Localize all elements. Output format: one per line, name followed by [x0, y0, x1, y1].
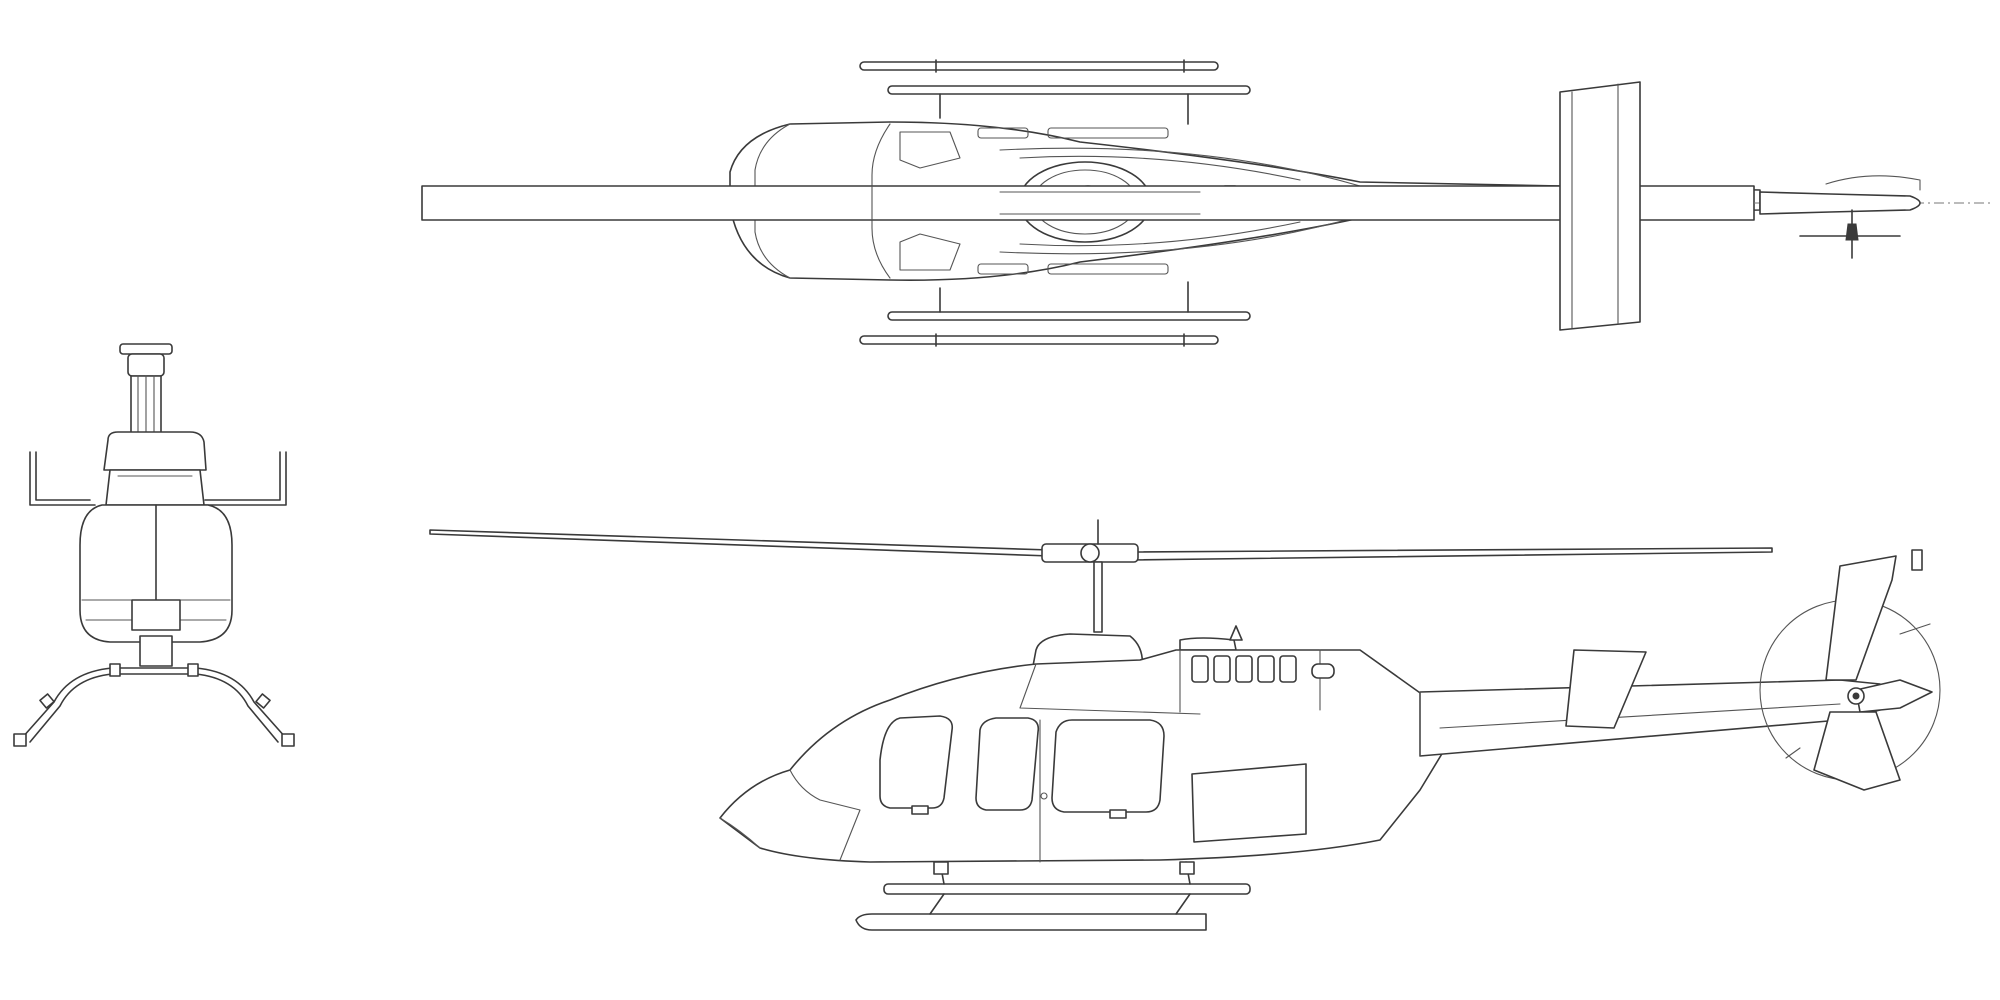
front-landing-skids — [13, 663, 295, 747]
top-horizontal-stabilizer — [1559, 81, 1641, 331]
top-tail-rotor — [1759, 175, 1921, 259]
side-baggage-door — [1191, 763, 1307, 843]
top-main-rotor-blade — [421, 185, 1990, 221]
side-view — [429, 519, 1941, 931]
side-tail-boom — [1419, 679, 1881, 757]
side-landing-skids — [855, 861, 1251, 931]
side-horizontal-stabilizer — [1565, 649, 1647, 729]
side-windows — [879, 655, 1335, 819]
top-landing-skids — [859, 59, 1251, 347]
side-tail-rotor — [1759, 549, 1941, 791]
front-engine-cowling — [103, 431, 207, 506]
front-cabin — [79, 504, 233, 667]
front-horizontal-stabilizer — [29, 451, 287, 506]
side-main-rotor-blades — [429, 519, 1773, 633]
front-rotor-mast — [119, 343, 173, 435]
front-view — [13, 343, 295, 747]
top-view — [421, 59, 1990, 347]
